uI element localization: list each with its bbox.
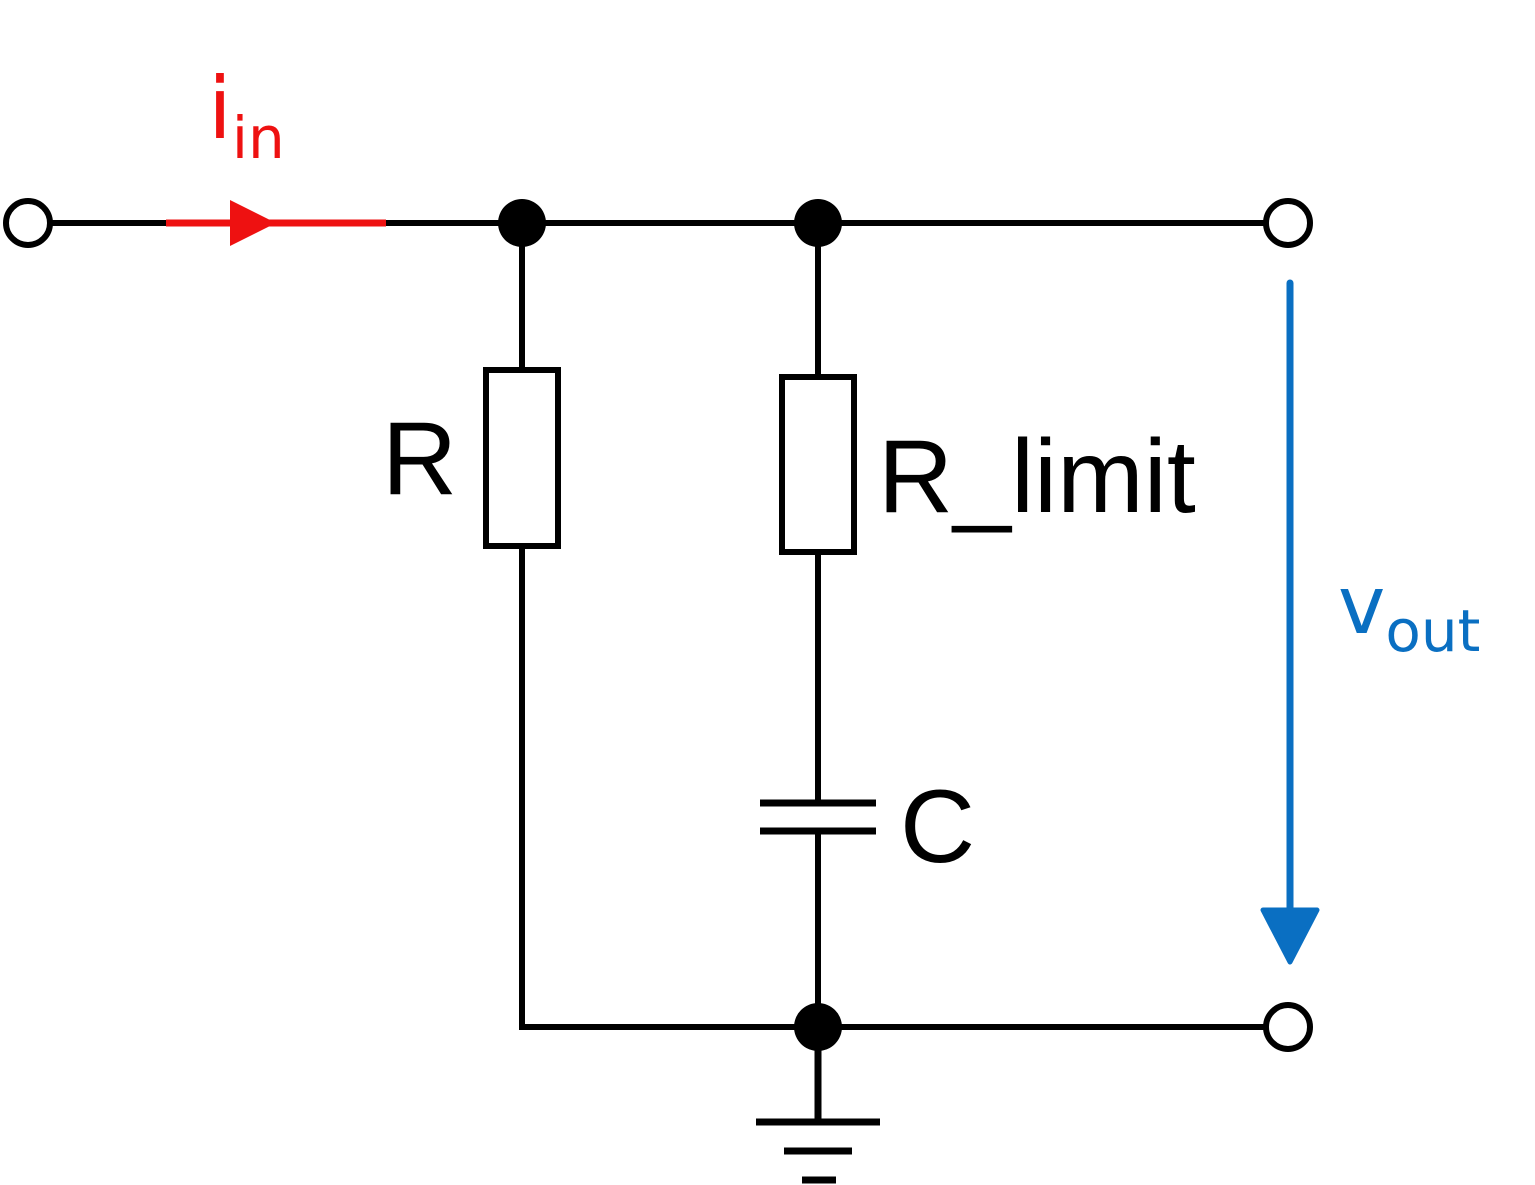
output-terminal-bottom xyxy=(1263,1002,1313,1052)
resistor-r-limit-label: R_limit xyxy=(878,419,1196,535)
current-label: iin xyxy=(208,59,285,172)
current-arrow-head xyxy=(230,200,276,246)
current-label-main: i xyxy=(208,59,232,159)
voltage-label: vout xyxy=(1338,559,1480,665)
r-branch-lower-wire xyxy=(519,546,818,1030)
voltage-arrow-head xyxy=(1260,907,1320,965)
input-terminal xyxy=(3,198,53,248)
capacitor-label: C xyxy=(900,769,975,885)
resistor-r xyxy=(483,367,561,549)
resistor-r-branch xyxy=(483,223,818,1030)
resistor-r-label: R xyxy=(382,401,457,517)
junction-dot-r xyxy=(498,199,546,247)
junction-dot-rlimit xyxy=(794,199,842,247)
output-voltage-arrow xyxy=(1260,279,1320,965)
input-current-arrow xyxy=(166,200,386,246)
voltage-label-subscript: out xyxy=(1385,597,1480,665)
output-terminal-top xyxy=(1263,198,1313,248)
rlimit-c-branch xyxy=(760,223,876,1027)
voltage-label-main: v xyxy=(1338,559,1385,652)
junction-dot-ground xyxy=(794,1003,842,1051)
current-label-subscript: in xyxy=(232,104,285,172)
resistor-r-limit xyxy=(779,374,857,555)
